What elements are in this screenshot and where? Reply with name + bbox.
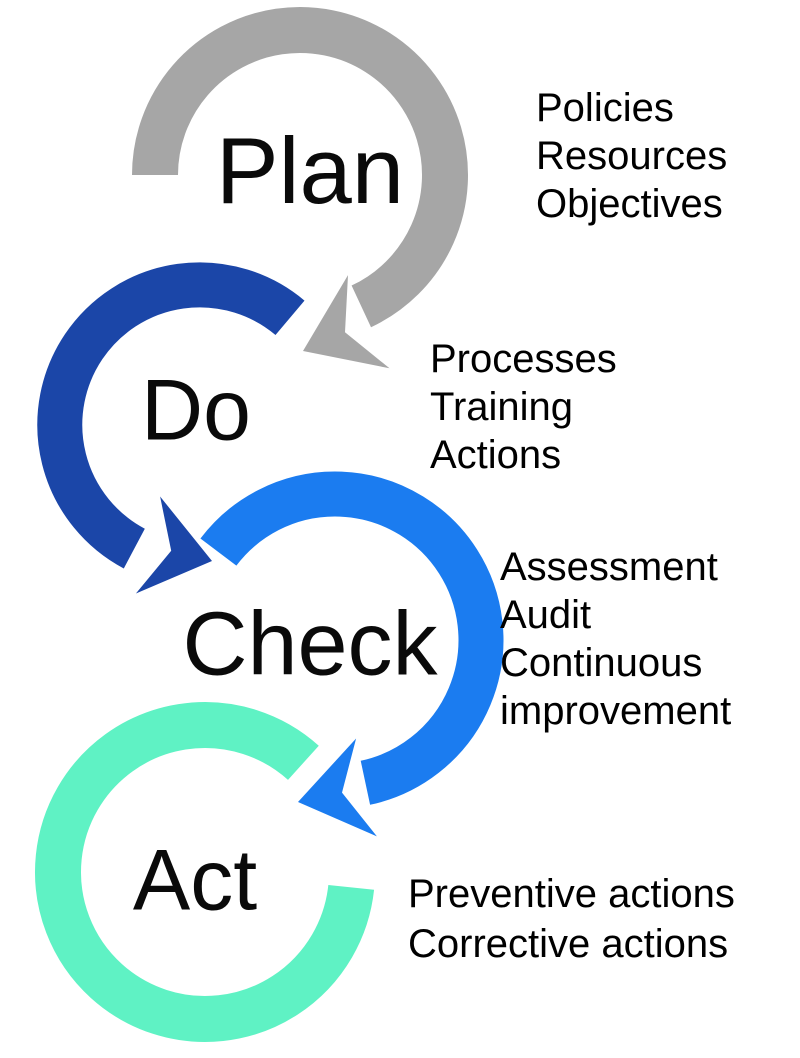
note-line: Assessment	[500, 545, 718, 589]
note-line: Processes	[430, 337, 617, 381]
notes-do: Processes Training Actions	[430, 335, 617, 479]
do-circular-arrow	[37, 262, 305, 569]
note-line: Training	[430, 385, 574, 429]
note-line: Policies	[536, 86, 674, 130]
note-line: Audit	[500, 593, 592, 637]
act-circular-arrow	[35, 702, 375, 1042]
note-line: Objectives	[536, 182, 723, 226]
note-line: Preventive actions	[408, 872, 735, 916]
step-label-plan: Plan	[215, 118, 405, 223]
note-line: Continuous	[500, 641, 703, 685]
plan-arrowhead-icon	[303, 275, 390, 369]
notes-plan: Policies Resources Objectives	[536, 84, 727, 228]
do-arrowhead-icon	[135, 496, 212, 594]
plan-circular-arrow	[132, 7, 468, 328]
check-circular-arrow	[200, 471, 504, 805]
note-line: Actions	[430, 433, 562, 477]
note-line: improvement	[500, 689, 732, 733]
check-arrowhead-icon	[298, 738, 377, 837]
step-label-act: Act	[132, 832, 258, 929]
note-line: Resources	[536, 134, 728, 178]
notes-act: Preventive actions Corrective actions	[408, 869, 735, 969]
notes-check: Assessment Audit Continuous improvement	[500, 543, 731, 735]
step-label-check: Check	[182, 594, 438, 695]
step-label-do: Do	[141, 362, 251, 459]
note-line: Corrective actions	[408, 922, 729, 966]
